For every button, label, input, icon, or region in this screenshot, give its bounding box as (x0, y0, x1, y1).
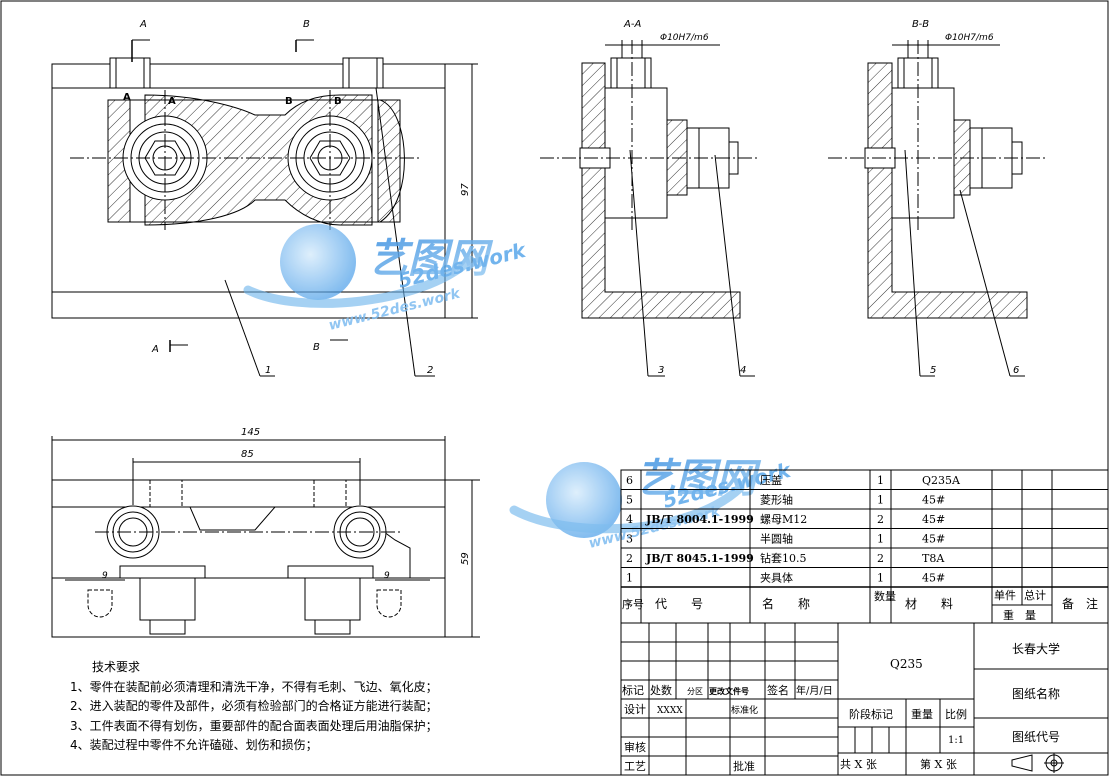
bom-header-no: 序号 (622, 597, 644, 611)
section-bb-view (828, 40, 1045, 377)
title-school: 长春大学 (1012, 641, 1060, 656)
label-mark: 标记 (622, 683, 644, 697)
bom-header-code: 代 号 (655, 597, 703, 611)
watermark-top-brand: 艺图网 (368, 236, 494, 282)
label-zone: 分区 (687, 687, 703, 696)
bom-cell-qty: 1 (877, 474, 884, 487)
front-view (51, 39, 478, 377)
balloon-5: 5 (930, 365, 936, 376)
bom-header-material: 材 料 (905, 597, 953, 611)
bom-header-unit: 单件 (994, 589, 1016, 602)
label-count: 处数 (650, 684, 672, 697)
section-title-aa: A-A (623, 19, 641, 30)
label-process: 工艺 (624, 760, 646, 773)
title-scale-value: 1:1 (948, 735, 964, 746)
bom-cell-name: 螺母M12 (760, 513, 807, 526)
title-sheet-no: 第 X 张 (920, 757, 957, 771)
fit-note-aa: Φ10H7/m6 (660, 33, 709, 43)
bom-cell-qty: 2 (877, 552, 884, 565)
label-review: 审核 (624, 740, 646, 754)
tech-item-1: 1、零件在装配前必须清理和清洗干净，不得有毛刺、飞边、氧化皮； (70, 679, 438, 694)
balloon-2: 2 (427, 365, 433, 376)
technical-requirements: 技术要求 1、零件在装配前必须清理和清洗干净，不得有毛刺、飞边、氧化皮； 2、进… (70, 658, 520, 756)
section-mark-a-top: A (139, 19, 147, 30)
label-approve: 批准 (733, 759, 755, 773)
bom-cell-no: 4 (626, 513, 633, 526)
balloon-4: 4 (740, 365, 746, 376)
title-block (620, 622, 1109, 776)
bom-header-remark: 备 注 (1062, 596, 1098, 611)
section-mark-a-left: A (123, 92, 131, 103)
dimension-59: 59 (460, 552, 471, 565)
bom-cell-name: 菱形轴 (760, 493, 793, 507)
balloon-3: 3 (658, 365, 664, 376)
tech-item-3: 3、工件表面不得有划伤，重要部件的配合面表面处理后用油脂保护； (70, 718, 438, 733)
bom-cell-material: 45# (922, 513, 945, 526)
bom-cell-qty: 1 (877, 572, 884, 585)
label-change-doc: 更改文件号 (709, 686, 749, 696)
bom-cell-no: 3 (626, 533, 633, 546)
bom-cell-material: T8A (922, 552, 945, 565)
label-design: 设计 (624, 703, 646, 716)
balloon-6: 6 (1013, 365, 1019, 376)
section-mark-b-right: B (334, 96, 342, 107)
section-mark-b-left: B (285, 96, 293, 107)
bom-cell-no: 1 (626, 572, 633, 585)
bottom-view (51, 436, 480, 638)
tech-title: 技术要求 (92, 660, 141, 674)
bom-rows: 6 压盖 1 Q235A 5 菱形轴 1 45# 4 JB/T 8004.1-1999 螺母M12 2… (626, 473, 961, 585)
title-material: Q235 (890, 657, 923, 671)
bom-cell-material: 45# (922, 572, 945, 585)
label-design-by: XXXX (657, 706, 683, 716)
bom-cell-material: 45# (922, 533, 945, 546)
section-mark-a-right: A (168, 96, 176, 107)
section-mark-a-bottom: A (151, 344, 159, 355)
section-mark-b-top: B (303, 19, 310, 30)
title-stage-mark: 阶段标记 (849, 707, 893, 721)
dimension-97: 97 (460, 183, 471, 196)
fit-note-bb: Φ10H7/m6 (945, 33, 994, 43)
bom-cell-no: 2 (626, 552, 633, 565)
title-scale: 比例 (945, 707, 967, 721)
dimension-145: 145 (241, 427, 260, 438)
tech-item-4: 4、装配过程中零件不允许磕碰、划伤和损伤； (70, 738, 318, 753)
tech-item-2: 2、进入装配的零件及部件，必须有检验部门的合格证方能进行装配； (70, 699, 438, 714)
bom-cell-code: JB/T 8045.1-1999 (645, 552, 754, 565)
bom-cell-material: Q235A (922, 474, 961, 487)
bom-header-name: 名 称 (762, 596, 810, 611)
title-drawing-name: 图纸名称 (1012, 686, 1060, 701)
balloon-1: 1 (265, 365, 271, 376)
bom-cell-qty: 1 (877, 494, 884, 507)
bom-cell-qty: 2 (877, 513, 884, 526)
title-drawing-code: 图纸代号 (1012, 730, 1060, 744)
bom-cell-name: 钻套10.5 (760, 551, 807, 565)
bom-cell-name: 半圆轴 (760, 532, 793, 546)
dimension-85: 85 (241, 449, 254, 460)
bom-header-weight: 重 量 (1003, 608, 1036, 622)
section-title-bb: B-B (912, 19, 929, 30)
bom-header-qty: 数量 (874, 590, 896, 603)
title-total-sheets: 共 X 张 (840, 758, 877, 771)
label-date: 年/月/日 (796, 684, 833, 697)
label-sign: 签名 (767, 683, 789, 697)
watermark-bottom-brand: 艺图网 (636, 456, 762, 502)
bom-cell-no: 6 (626, 474, 633, 487)
section-aa-view (540, 40, 760, 377)
bom-cell-material: 45# (922, 494, 945, 507)
bom-cell-code: JB/T 8004.1-1999 (645, 513, 754, 526)
title-weight: 重量 (911, 707, 933, 721)
dimension-9-right: 9 (384, 571, 390, 581)
bom-cell-name: 夹具体 (760, 571, 793, 585)
dimension-9-left: 9 (102, 571, 108, 581)
bom-cell-qty: 1 (877, 533, 884, 546)
bom-cell-name: 压盖 (760, 473, 782, 487)
label-standard: 标准化 (731, 704, 758, 716)
bom-header-total: 总计 (1024, 588, 1046, 602)
bom-cell-no: 5 (626, 494, 633, 507)
section-mark-b-bottom: B (313, 342, 320, 353)
